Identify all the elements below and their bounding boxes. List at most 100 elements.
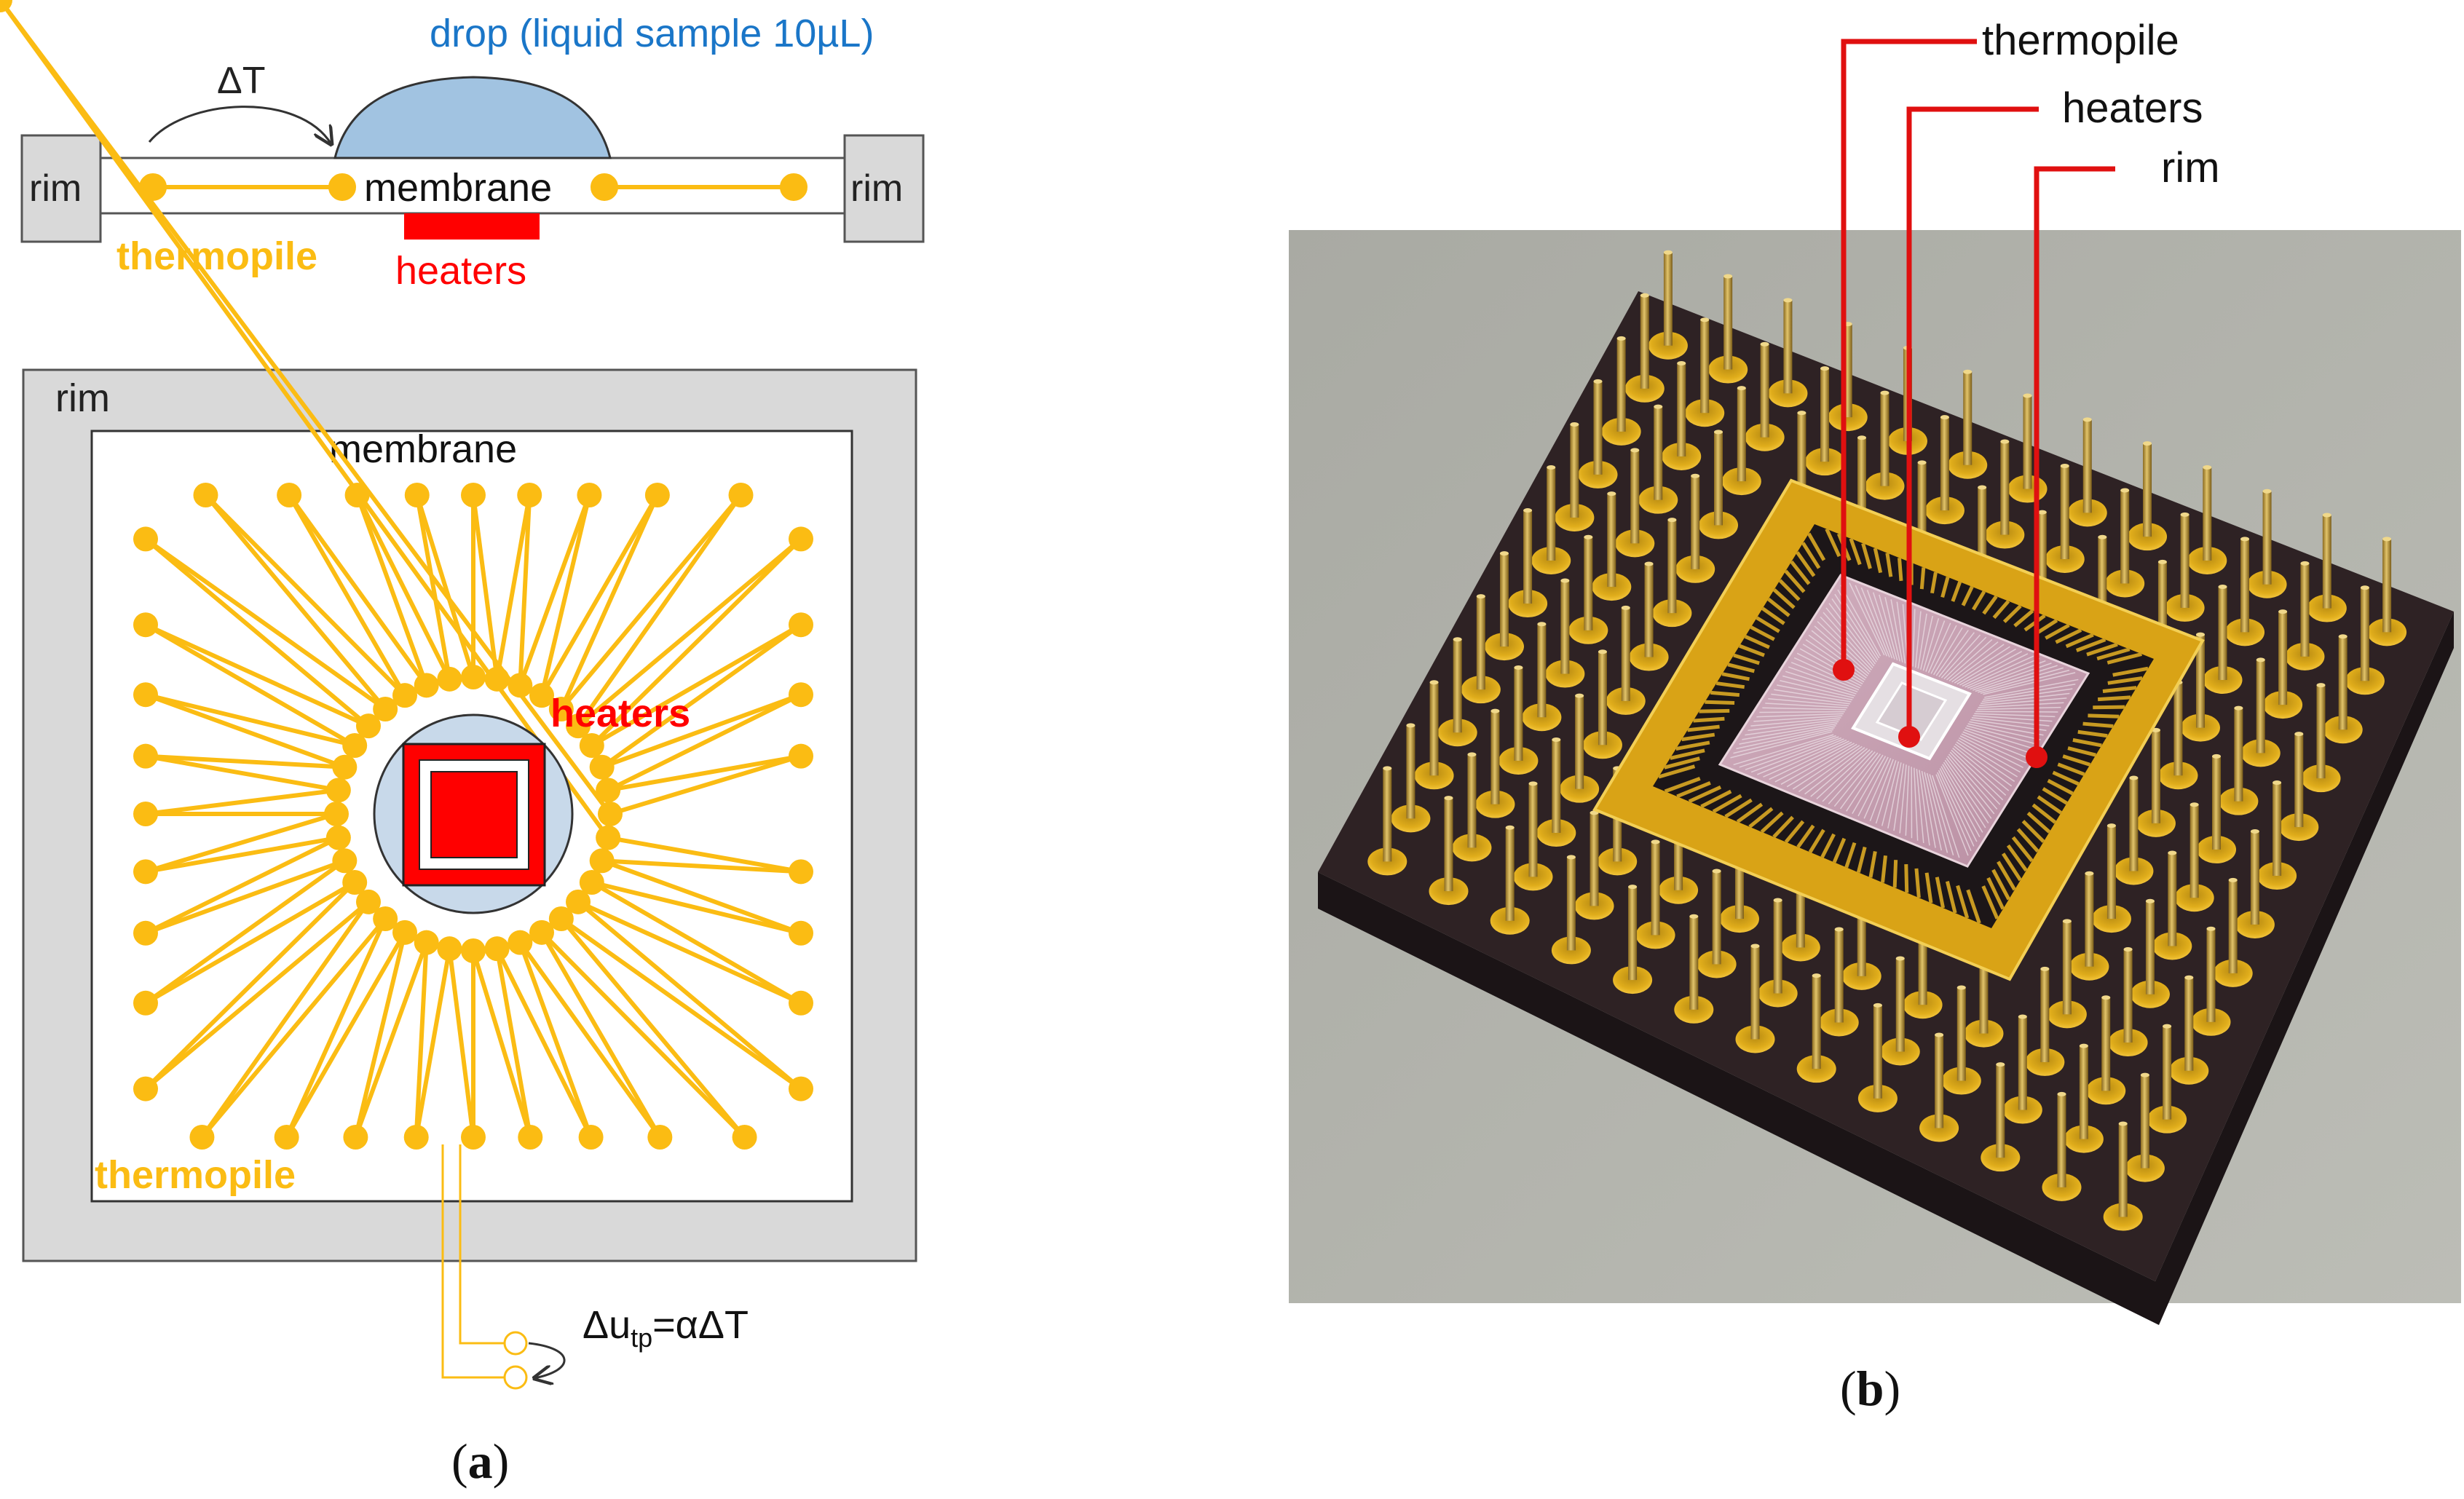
pin-tip bbox=[2316, 683, 2326, 688]
heater-inner-square bbox=[430, 771, 518, 858]
bond-wire bbox=[1801, 542, 1821, 569]
pin bbox=[1499, 553, 1509, 647]
bond-wire bbox=[1761, 606, 1785, 625]
bond-wire bbox=[1856, 846, 1867, 874]
die-line bbox=[1777, 684, 1853, 700]
thermopile-leg bbox=[559, 494, 660, 711]
die-line bbox=[1978, 702, 2064, 708]
thermocouple-junction-outer bbox=[344, 483, 370, 507]
thermocouple-junction-outer bbox=[133, 743, 158, 769]
pin bbox=[2120, 490, 2130, 584]
pin bbox=[2300, 563, 2310, 657]
pin-tip bbox=[1895, 956, 1905, 961]
pin bbox=[2195, 634, 2205, 728]
pin-tip bbox=[1616, 336, 1626, 341]
thermocouple-junction-inner bbox=[325, 825, 351, 850]
side-view-diagram: ΔT drop (liquid sample 10µL) rim rim mem… bbox=[20, 12, 925, 293]
pin-tip bbox=[2228, 877, 2238, 882]
thermopile-leg bbox=[144, 858, 347, 1005]
pin-tip bbox=[1737, 386, 1746, 391]
pin bbox=[1547, 467, 1556, 561]
pin-tip bbox=[1956, 985, 1966, 990]
die-line bbox=[1983, 672, 2076, 695]
pin bbox=[1700, 320, 1710, 414]
die-line bbox=[1959, 651, 2023, 686]
die-line bbox=[1920, 615, 1934, 670]
pin bbox=[1560, 580, 1570, 674]
pin-tip bbox=[1691, 473, 1700, 478]
bond-wire bbox=[1808, 828, 1825, 853]
pin-tip bbox=[2180, 512, 2189, 517]
die-line bbox=[1957, 739, 2018, 778]
pin-tip bbox=[2262, 489, 2272, 494]
pin-tip bbox=[1575, 693, 1584, 698]
thermocouple-junction-inner bbox=[392, 683, 417, 708]
pin bbox=[1773, 900, 1782, 994]
bond-wire bbox=[1825, 528, 1841, 558]
pin bbox=[1812, 976, 1821, 1069]
pin bbox=[2206, 928, 2216, 1022]
thermocouple-junction-inner bbox=[548, 696, 574, 721]
die-line bbox=[1793, 657, 1860, 689]
bond-wire bbox=[2112, 666, 2149, 677]
pin-tip bbox=[1797, 411, 1806, 416]
pin-tip bbox=[2098, 534, 2107, 539]
pin bbox=[2062, 921, 2072, 1015]
thermocouple-junction-inner bbox=[437, 936, 462, 962]
membrane-side-label: membrane bbox=[364, 166, 552, 210]
thermopile-leg bbox=[559, 917, 746, 1139]
bond-wire bbox=[1997, 861, 2017, 891]
pin-tip bbox=[1700, 317, 1710, 323]
die-line bbox=[1965, 655, 2034, 688]
die-line bbox=[1846, 754, 1884, 812]
bond-wire bbox=[1767, 597, 1790, 617]
pin bbox=[2382, 539, 2392, 633]
pin bbox=[2240, 539, 2250, 633]
die-line bbox=[1763, 739, 1847, 778]
pin-tip bbox=[2184, 975, 2194, 980]
thermocouple-junction-inner bbox=[414, 673, 439, 698]
bond-wire bbox=[1705, 700, 1735, 705]
die-line bbox=[1733, 734, 1834, 766]
die-line bbox=[1745, 736, 1839, 770]
pin-tip bbox=[2168, 850, 2177, 855]
thermocouple-junction-inner bbox=[596, 778, 621, 803]
die-line bbox=[1893, 763, 1905, 831]
bond-wire bbox=[1972, 590, 1986, 611]
pin bbox=[1644, 563, 1654, 657]
thermocouple-junction-outer bbox=[133, 1076, 158, 1101]
thermopile-leg bbox=[353, 941, 429, 1139]
thermopile-leg bbox=[609, 754, 802, 816]
thermopile-leg bbox=[144, 835, 340, 936]
bond-wire bbox=[1790, 560, 1811, 585]
pin-tip bbox=[1640, 293, 1649, 298]
callout-thermopile-label: thermopile bbox=[1982, 17, 2179, 64]
pin-tip bbox=[2106, 823, 2116, 828]
thermopile-side bbox=[139, 173, 807, 201]
top-view-diagram: rim membrane heaters thermopile Δutp=αΔT bbox=[0, 0, 917, 1390]
die-line bbox=[1967, 723, 2041, 740]
bond-wire bbox=[1676, 780, 1711, 799]
thermocouple-junction-inner bbox=[332, 848, 358, 874]
pin-tip bbox=[2360, 585, 2369, 590]
callout-dots bbox=[1833, 659, 2048, 768]
die-line bbox=[1952, 747, 2007, 796]
die-line bbox=[1875, 760, 1897, 824]
thermocouple-junction-outer bbox=[343, 1125, 368, 1150]
die-line bbox=[1750, 737, 1842, 773]
delta-t-arrow bbox=[148, 106, 331, 144]
bond-wire bbox=[1873, 547, 1883, 574]
die-line bbox=[1954, 646, 2010, 684]
bond-wire bbox=[1670, 748, 1705, 760]
pin bbox=[1651, 842, 1660, 936]
thermocouple-junction-outer bbox=[133, 920, 158, 946]
die-line bbox=[1980, 669, 2070, 695]
die-line bbox=[1852, 756, 1887, 815]
pin-tip bbox=[1499, 551, 1509, 556]
die-line bbox=[1849, 582, 1885, 656]
bond-wire bbox=[1966, 889, 1981, 924]
pin-pad bbox=[1437, 719, 1477, 747]
bond-wire bbox=[2077, 729, 2108, 738]
pin bbox=[1406, 725, 1415, 819]
die-line bbox=[1822, 750, 1873, 802]
